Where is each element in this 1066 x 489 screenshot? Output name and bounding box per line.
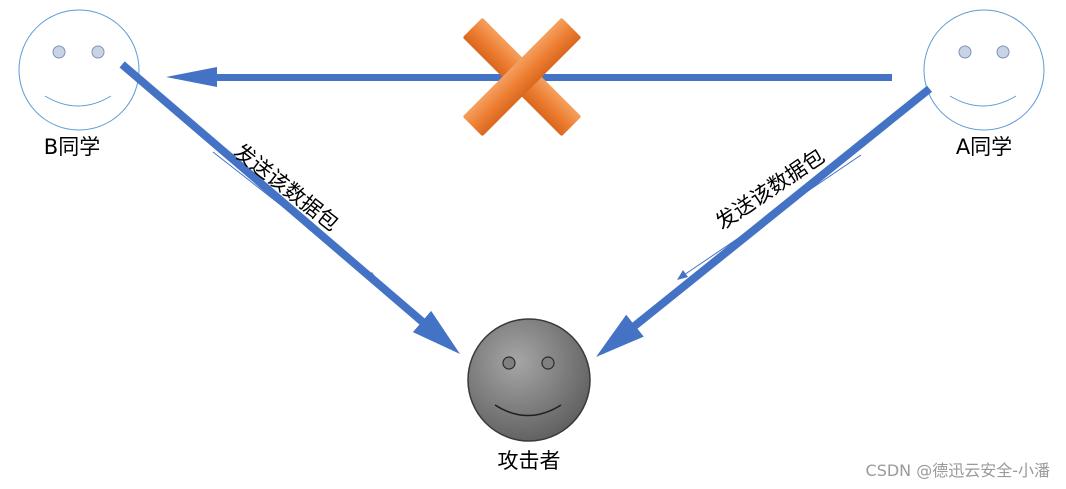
b-student-mouth xyxy=(44,95,112,107)
a-student-node: A同学 xyxy=(923,9,1045,159)
edge-b-to-attacker-label: 发送该数据包 xyxy=(229,139,343,236)
b-student-face-icon xyxy=(18,9,140,131)
edge-b-to-attacker xyxy=(119,61,460,354)
edge-a-to-attacker-shaft xyxy=(628,85,933,332)
b-student-label: B同学 xyxy=(44,135,100,159)
attacker-right-eye xyxy=(541,356,555,370)
b-student-node: B同学 xyxy=(18,9,140,159)
attacker-node: 攻击者 xyxy=(467,318,591,473)
edge-b-to-attacker-arrowhead xyxy=(412,310,460,354)
blocked-cross-icon xyxy=(463,18,581,136)
edge-a-to-b-arrowhead xyxy=(166,67,217,87)
attacker-label: 攻击者 xyxy=(498,449,561,473)
attacker-left-eye xyxy=(502,356,516,370)
a-student-label: A同学 xyxy=(956,135,1012,159)
a-student-right-eye xyxy=(996,45,1010,59)
edge-a-to-b xyxy=(166,67,892,87)
attacker-face-icon xyxy=(467,318,591,442)
edge-a-annotation-arrowhead xyxy=(677,270,688,280)
a-student-face-icon xyxy=(923,9,1045,131)
a-student-mouth xyxy=(949,95,1017,107)
edge-a-to-attacker-arrowhead xyxy=(596,314,644,357)
watermark-text: CSDN @德迅云安全-小潘 xyxy=(866,461,1050,480)
edge-b-annotation-arrowhead xyxy=(367,272,378,281)
attacker-mouth xyxy=(494,404,562,417)
edge-a-to-attacker xyxy=(596,85,933,357)
edge-b-annotation-line xyxy=(212,151,375,279)
b-student-right-eye xyxy=(91,45,105,59)
a-student-left-eye xyxy=(958,45,972,59)
edge-b-to-attacker-shaft xyxy=(119,61,429,328)
b-student-left-eye xyxy=(52,45,66,59)
edge-a-to-b-shaft xyxy=(212,74,892,81)
edge-a-annotation-line xyxy=(680,154,862,278)
